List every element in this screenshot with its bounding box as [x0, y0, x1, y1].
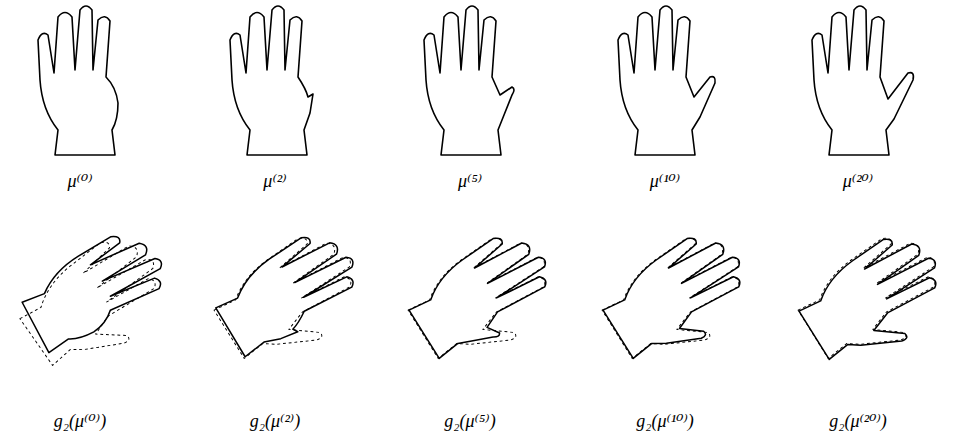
figure-label: g₂(μ⁽²⁾)	[250, 410, 301, 432]
figure-label: g₂(μ⁽⁰⁾)	[54, 410, 106, 432]
figure-label: μ⁽²⁾	[263, 170, 286, 192]
figure-label: g₂(μ⁽¹⁰⁾)	[636, 410, 694, 432]
figure-label: g₂(μ⁽⁵⁾)	[444, 410, 495, 432]
figure-label: g₂(μ⁽²⁰⁾)	[829, 410, 887, 432]
figure-label: μ⁽⁰⁾	[67, 170, 92, 192]
figure-label: μ⁽²⁰⁾	[843, 170, 874, 192]
figure-label: μ⁽¹⁰⁾	[650, 170, 681, 192]
figure-label: μ⁽⁵⁾	[458, 170, 482, 192]
